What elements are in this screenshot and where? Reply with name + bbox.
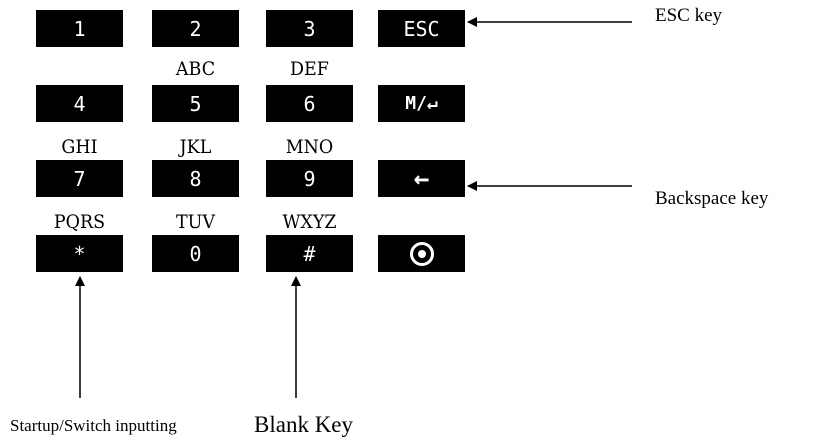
key-9-letters: WXYZ xyxy=(282,211,337,233)
key-3-label: 3 xyxy=(303,16,316,41)
key-2-letters: ABC xyxy=(175,58,216,80)
esc-key-caption: ESC key xyxy=(655,5,723,26)
key-2[interactable]: 2 xyxy=(152,10,239,47)
hash-key[interactable]: # xyxy=(266,235,353,272)
star-key-label: * xyxy=(73,241,86,266)
left-arrow-icon: ← xyxy=(413,163,430,194)
backspace-key[interactable]: ← xyxy=(378,160,465,197)
menu-enter-key[interactable]: M/↵ xyxy=(378,85,465,122)
key-8[interactable]: 8 xyxy=(152,160,239,197)
key-5-letters: JKL xyxy=(179,136,212,158)
key-8-letters: TUV xyxy=(175,211,216,233)
backspace-key-caption: Backspace key xyxy=(655,188,769,209)
key-6-letters: MNO xyxy=(285,136,334,158)
key-6-label: 6 xyxy=(303,91,316,116)
esc-key-label: ESC xyxy=(403,16,440,41)
key-7-letters: PQRS xyxy=(53,211,106,233)
key-7[interactable]: 7 xyxy=(36,160,123,197)
key-0[interactable]: 0 xyxy=(152,235,239,272)
key-7-label: 7 xyxy=(73,166,86,191)
star-key[interactable]: * xyxy=(36,235,123,272)
key-1[interactable]: 1 xyxy=(36,10,123,47)
key-9-label: 9 xyxy=(303,166,316,191)
key-4-letters: GHI xyxy=(61,136,98,158)
key-4-label: 4 xyxy=(73,91,86,116)
menu-enter-key-label: M/↵ xyxy=(405,93,438,114)
key-3-letters: DEF xyxy=(290,58,329,80)
key-3[interactable]: 3 xyxy=(266,10,353,47)
power-ring-dot xyxy=(417,249,426,258)
key-4[interactable]: 4 xyxy=(36,85,123,122)
key-9[interactable]: 9 xyxy=(266,160,353,197)
key-0-label: 0 xyxy=(189,241,202,266)
power-key[interactable] xyxy=(378,235,465,272)
startup-switch-caption: Startup/Switch inputting xyxy=(10,416,177,435)
blank-key-caption: Blank Key xyxy=(254,412,354,437)
power-ring-icon xyxy=(409,241,434,266)
key-6[interactable]: 6 xyxy=(266,85,353,122)
esc-key[interactable]: ESC xyxy=(378,10,465,47)
hash-key-label: # xyxy=(303,241,316,266)
key-2-label: 2 xyxy=(189,16,202,41)
key-5[interactable]: 5 xyxy=(152,85,239,122)
key-1-label: 1 xyxy=(73,16,86,41)
key-8-label: 8 xyxy=(189,166,202,191)
key-5-label: 5 xyxy=(189,91,202,116)
